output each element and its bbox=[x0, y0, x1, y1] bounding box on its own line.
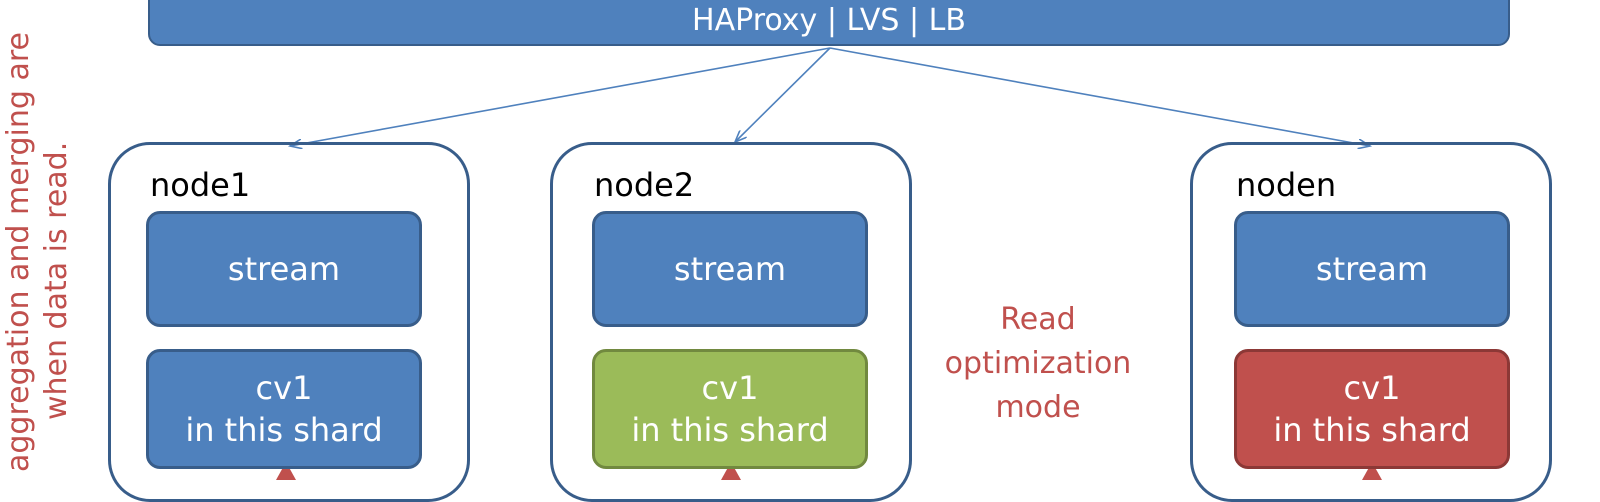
side-annotation: aggregation and merging are when data is… bbox=[0, 0, 110, 480]
red-arrow-tip-noden bbox=[1362, 462, 1382, 480]
side-annotation-line1: aggregation and merging are bbox=[1, 32, 36, 472]
red-arrow-tip-node1 bbox=[276, 462, 296, 480]
arrow-to-noden bbox=[829, 47, 1370, 146]
node2-cv-line1: cv1 bbox=[701, 368, 759, 407]
mode-label-line2: optimization bbox=[944, 346, 1132, 381]
node1-stream-box: stream bbox=[146, 211, 422, 327]
node1-cv-line1: cv1 bbox=[255, 368, 313, 407]
connector-lines bbox=[276, 47, 1382, 480]
load-balancer-label: HAProxy | LVS | LB bbox=[692, 3, 966, 38]
read-optimization-mode-label: Read optimization mode bbox=[928, 298, 1148, 430]
noden-cv-line2: in this shard bbox=[1273, 411, 1471, 449]
mode-label-line1: Read bbox=[1000, 302, 1076, 337]
node1-stream-label: stream bbox=[227, 249, 341, 288]
node2-stream-label: stream bbox=[673, 249, 787, 288]
node2-cv-line2: in this shard bbox=[631, 411, 829, 449]
noden-stream-label: stream bbox=[1315, 249, 1429, 288]
node1-label: node1 bbox=[150, 166, 251, 204]
noden-stream-box: stream bbox=[1234, 211, 1510, 327]
node1-cv-box: cv1 in this shard bbox=[146, 349, 422, 469]
node2-stream-box: stream bbox=[592, 211, 868, 327]
mode-label-line3: mode bbox=[995, 390, 1081, 425]
red-arrow-tip-node2 bbox=[721, 462, 741, 480]
load-balancer-bar: HAProxy | LVS | LB bbox=[148, 0, 1510, 46]
noden-label: noden bbox=[1236, 166, 1337, 204]
side-annotation-line2: when data is read. bbox=[39, 141, 74, 420]
node2-label: node2 bbox=[594, 166, 695, 204]
arrow-to-node2 bbox=[735, 47, 831, 142]
arrow-to-node1 bbox=[290, 47, 831, 146]
node1-cv-line2: in this shard bbox=[185, 411, 383, 449]
node2-cv-box: cv1 in this shard bbox=[592, 349, 868, 469]
noden-cv-line1: cv1 bbox=[1343, 368, 1401, 407]
noden-cv-box: cv1 in this shard bbox=[1234, 349, 1510, 469]
